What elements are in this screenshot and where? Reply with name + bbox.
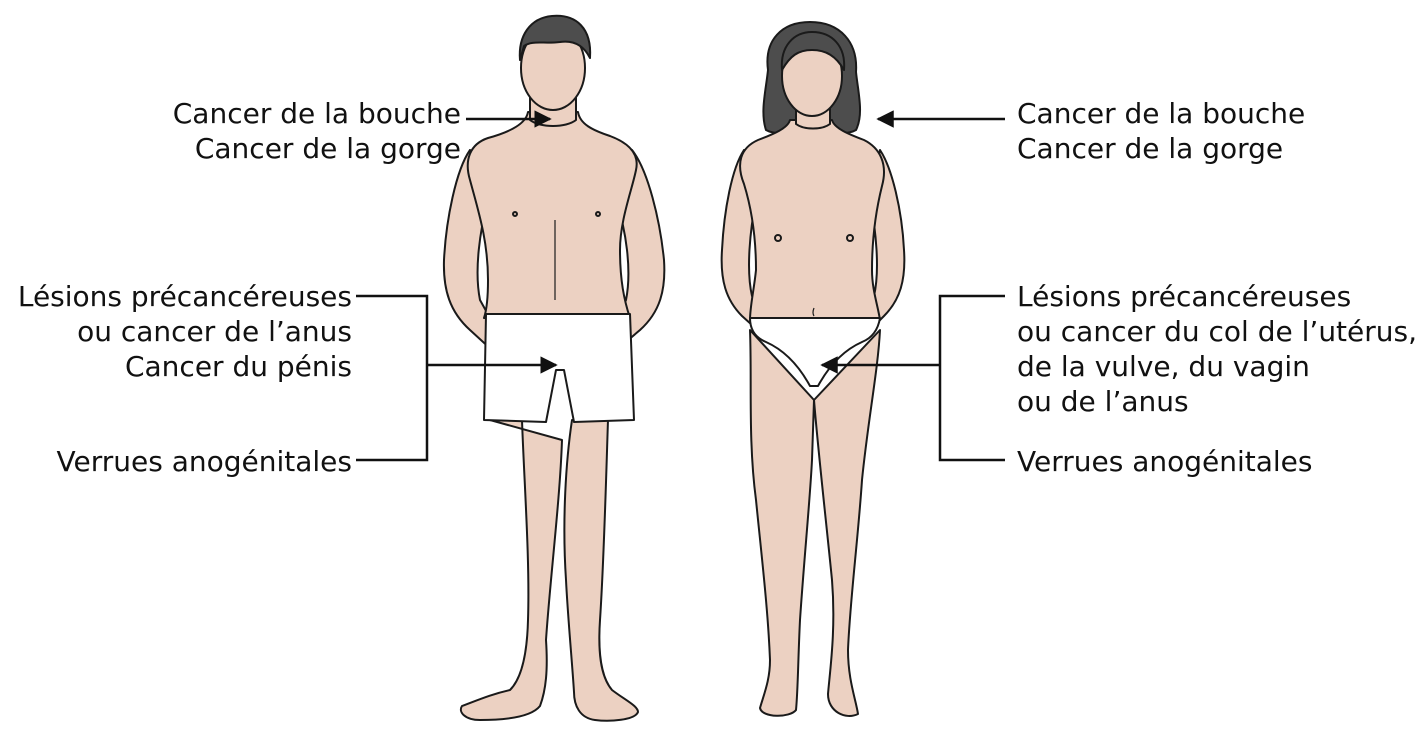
left-bracket (356, 296, 427, 460)
male-underwear (484, 314, 634, 422)
male-figure (444, 16, 664, 721)
female-left-leg (750, 330, 814, 716)
male-left-leg (461, 420, 562, 720)
male-right-leg (564, 420, 638, 721)
female-figure (722, 22, 905, 716)
female-right-leg (814, 330, 880, 716)
male-torso (468, 112, 637, 318)
right-bracket (940, 296, 1005, 460)
female-torso (740, 120, 884, 320)
